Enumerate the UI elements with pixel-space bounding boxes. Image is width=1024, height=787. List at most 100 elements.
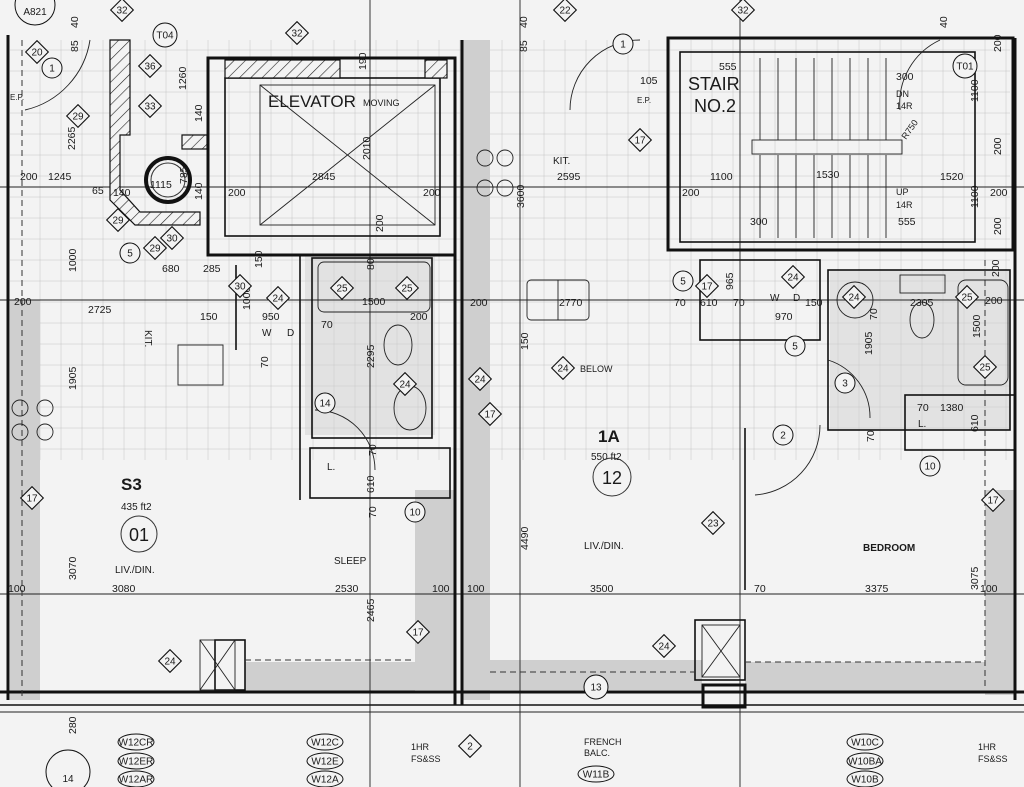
oval-icon <box>306 733 344 751</box>
keynote-number: 36 <box>144 62 156 73</box>
unit-s3-label: S3 <box>121 475 142 494</box>
fire-rating-left-2: FS&SS <box>411 754 441 764</box>
dimension-label: 200 <box>682 187 700 199</box>
dimension-label: 150 <box>253 250 265 268</box>
keynote-number: 17 <box>484 410 496 421</box>
keynote-number: 25 <box>401 284 413 295</box>
keynote-number: 24 <box>848 293 860 304</box>
circle-icon <box>41 57 63 79</box>
door-swings <box>24 39 941 496</box>
diamond-icon <box>980 487 1006 513</box>
circle-tag: 1 <box>41 57 63 79</box>
stair-radius-label: R750 <box>899 118 920 141</box>
diamond-icon <box>972 354 998 380</box>
dimension-label: 100 <box>8 583 26 595</box>
dimension-label: 140 <box>113 187 131 199</box>
dimension-label: 70 <box>321 319 333 331</box>
circle-tag: 2 <box>772 424 794 446</box>
keynote-number: 24 <box>474 375 486 386</box>
keynote-number: 25 <box>336 284 348 295</box>
circle-icon <box>784 335 806 357</box>
oval-icon <box>846 733 884 751</box>
circle-tag-text: 3 <box>842 379 848 390</box>
unit-1a-number-circle <box>592 457 632 497</box>
diamond-icon <box>65 103 91 129</box>
keynote-number: 17 <box>701 282 713 293</box>
diamond-icon <box>627 127 653 153</box>
laundry-label-left: L. <box>327 462 335 473</box>
circle-tag: 5 <box>784 335 806 357</box>
diamond-icon <box>694 273 720 299</box>
keynote-number: 22 <box>559 6 571 17</box>
dimension-label: 1000 <box>67 248 79 272</box>
dimension-label: 1100 <box>710 171 733 183</box>
dimension-label: 200 <box>992 217 1004 235</box>
dimension-label: 40 <box>69 16 81 28</box>
washer-label-right: W <box>770 293 780 304</box>
keynote-tag: 17 <box>627 127 653 153</box>
stair-down-risers: 14R <box>896 101 913 111</box>
dimension-label: 70 <box>367 444 379 456</box>
circle-icon <box>919 455 941 477</box>
dimension-label: 200 <box>410 311 428 323</box>
dimension-label: 2845 <box>312 171 336 183</box>
keynote-tag: 25 <box>954 284 980 310</box>
keynote-number: 29 <box>149 244 161 255</box>
dimension-label: 1530 <box>816 169 840 181</box>
circle-tag: 13 <box>583 674 609 700</box>
circle-tag: 14 <box>314 392 336 414</box>
unit-s3-area: 435 ft2 <box>121 502 152 513</box>
dimension-label: 300 <box>750 216 768 228</box>
dimension-label: 100 <box>467 583 485 595</box>
keynote-number: 32 <box>291 29 303 40</box>
window-tag-text: W12CR <box>118 738 153 749</box>
dimension-label: 2770 <box>559 297 583 309</box>
circle-icon <box>772 424 794 446</box>
dimension-label: 965 <box>724 272 736 290</box>
dimension-label: 1245 <box>48 171 72 183</box>
circle-icon <box>834 372 856 394</box>
stair-down-label: DN <box>896 89 909 99</box>
dimension-label: 190 <box>357 52 369 70</box>
dimension-label: 3075 <box>969 566 981 590</box>
diamond-icon <box>780 264 806 290</box>
washer-label-left: W <box>262 328 272 339</box>
keynote-tag: 24 <box>550 355 576 381</box>
dimension-label: 200 <box>985 295 1003 307</box>
window-tag-text: W12C <box>311 738 339 749</box>
diamond-icon <box>24 39 50 65</box>
diamond-icon <box>137 93 163 119</box>
circle-tag-text: 14 <box>319 399 331 410</box>
dimension-label: 70 <box>868 308 880 320</box>
dimension-label: 970 <box>775 311 793 323</box>
circle-tag-text: 2 <box>780 431 786 442</box>
labels: ELEVATOR MOVING STAIR NO.2 KIT. KIT. S3 … <box>10 74 1008 764</box>
circle-icon <box>314 392 336 414</box>
keynote-number: 17 <box>634 136 646 147</box>
dimension-label: 70 <box>674 297 686 309</box>
unit-1a-number: 12 <box>602 468 622 488</box>
diamond-icon <box>954 284 980 310</box>
circle-tag-text: T01 <box>956 62 974 73</box>
keynote-tag: 32 <box>284 20 310 46</box>
diamond-icon <box>457 733 483 759</box>
dimension-label: 1115 <box>150 179 172 191</box>
diamond-icon <box>109 0 135 23</box>
dimension-label: 1500 <box>362 296 386 308</box>
elevator-car <box>259 84 436 226</box>
keynote-tag: 25 <box>394 275 420 301</box>
diamond-icon <box>137 53 163 79</box>
diamond-icon <box>700 510 726 536</box>
diamond-icon <box>730 0 756 23</box>
dimension-label: 65 <box>92 185 104 197</box>
dimension-label: 70 <box>865 430 877 442</box>
window-tag: W10B <box>846 770 884 787</box>
circle-tag-text: 14 <box>62 774 74 785</box>
dimension-label: 2010 <box>361 136 373 160</box>
keynote-tag: 2 <box>457 733 483 759</box>
stair-up-label: UP <box>896 187 909 197</box>
french-balcony-label-2: BALC. <box>584 748 610 758</box>
circle-tag-text: 10 <box>409 508 421 519</box>
